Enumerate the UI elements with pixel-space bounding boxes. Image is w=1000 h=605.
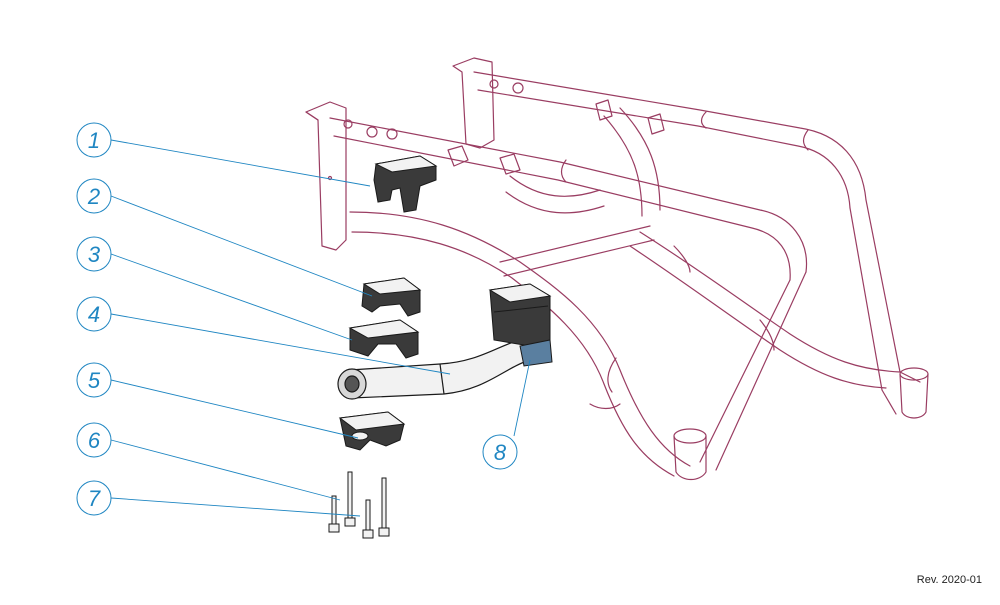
rear-mounting-plate <box>452 57 495 149</box>
callout-5-number: 5 <box>88 368 101 393</box>
callout-1: 1 <box>76 122 112 158</box>
callout-5: 5 <box>76 362 112 398</box>
tubular-frame <box>305 57 929 481</box>
revision-label: Rev. 2020-01 <box>916 574 982 586</box>
callout-6: 6 <box>76 422 112 458</box>
callout-2: 2 <box>76 178 112 214</box>
callout-6-number: 6 <box>88 428 101 453</box>
part-3-riser-base <box>348 319 420 359</box>
callout-8-number: 8 <box>494 440 507 465</box>
callout-4-number: 4 <box>88 302 100 327</box>
part-6-7-bolts <box>328 471 390 539</box>
callout-3: 3 <box>76 236 112 272</box>
callout-4: 4 <box>76 296 112 332</box>
part-5-lower-clamp <box>338 411 406 451</box>
left-mounting-plate <box>305 101 347 251</box>
callout-3-number: 3 <box>88 242 101 267</box>
part-1-upper-clamp <box>373 155 438 213</box>
part-8-riser-assembly <box>488 283 553 367</box>
callout-7: 7 <box>76 480 112 516</box>
callout-7-number: 7 <box>88 486 101 511</box>
part-2-riser-top <box>361 277 422 317</box>
callout-leaders <box>110 139 531 517</box>
callout-8: 8 <box>482 434 518 470</box>
callout-1-number: 1 <box>88 128 100 153</box>
callout-2-number: 2 <box>87 184 100 209</box>
